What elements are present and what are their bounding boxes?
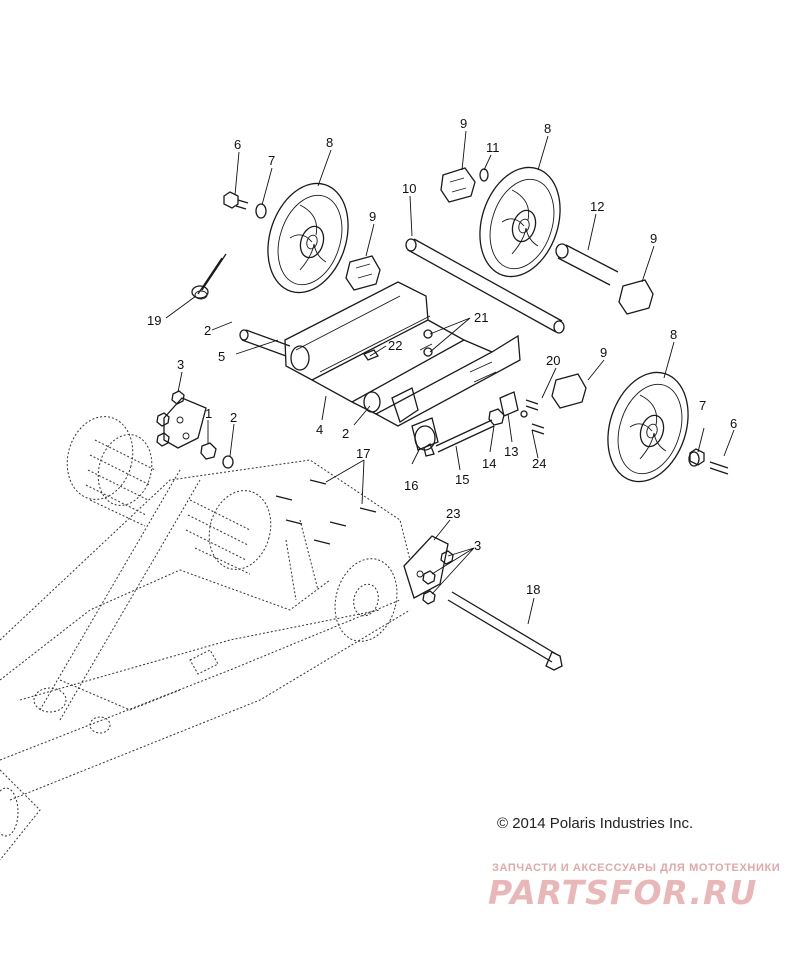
watermark-subtitle: ЗАПЧАСТИ И АКСЕССУАРЫ ДЛЯ МОТОТЕХНИКИ — [492, 862, 781, 874]
callout-11: 11 — [486, 140, 500, 155]
callout-8: 8 — [670, 327, 677, 342]
callout-20: 20 — [546, 353, 560, 368]
callout-24: 24 — [532, 456, 546, 471]
callout-9: 9 — [369, 209, 376, 224]
spring-clip — [191, 253, 227, 300]
watermark-logo: PARTSFOR.RU — [488, 873, 758, 912]
callout-9: 9 — [650, 231, 657, 246]
callout-8: 8 — [544, 121, 551, 136]
callout-7: 7 — [699, 398, 706, 413]
callout-16: 16 — [404, 478, 418, 493]
idler-wheel-upper-left — [267, 182, 349, 294]
callout-18: 18 — [526, 582, 540, 597]
copyright-notice: © 2014 Polaris Industries Inc. — [497, 815, 694, 832]
callout-12: 12 — [590, 199, 604, 214]
spacer-bushing — [345, 167, 654, 409]
callout-6: 6 — [234, 137, 241, 152]
callout-1: 1 — [205, 406, 212, 421]
callout-7: 7 — [268, 153, 275, 168]
idler-wheel-upper-right — [479, 166, 561, 278]
callout-2: 2 — [204, 323, 211, 338]
callout-17: 17 — [356, 446, 370, 461]
callout-19: 19 — [147, 313, 161, 328]
callout-8: 8 — [326, 135, 333, 150]
callout-5: 5 — [218, 349, 225, 364]
callout-13: 13 — [504, 444, 518, 459]
callout-4: 4 — [316, 422, 323, 437]
bolt-washer-set — [223, 168, 729, 475]
callout-10: 10 — [402, 181, 416, 196]
callout-9: 9 — [600, 345, 607, 360]
axle-rods — [239, 238, 619, 671]
callout-2: 2 — [342, 426, 349, 441]
leader-lines — [165, 130, 735, 625]
callout-3: 3 — [177, 357, 184, 372]
callout-labels: 6 7 8 9 8 11 10 12 9 9 19 2 5 21 22 8 9 … — [147, 116, 737, 597]
callout-6: 6 — [730, 416, 737, 431]
callout-15: 15 — [455, 472, 469, 487]
frame-bolts — [275, 479, 377, 545]
swing-arm — [284, 281, 521, 427]
callout-14: 14 — [482, 456, 496, 471]
idler-wheel-lower-right — [607, 371, 689, 483]
suspension-frame-dotted — [0, 416, 411, 861]
callout-22: 22 — [388, 338, 402, 353]
callout-21: 21 — [474, 310, 488, 325]
callout-3: 3 — [474, 538, 481, 553]
callout-9: 9 — [460, 116, 467, 131]
mounting-brackets — [156, 390, 454, 605]
misc-hardware — [363, 329, 545, 457]
callout-23: 23 — [446, 506, 460, 521]
callout-2: 2 — [230, 410, 237, 425]
